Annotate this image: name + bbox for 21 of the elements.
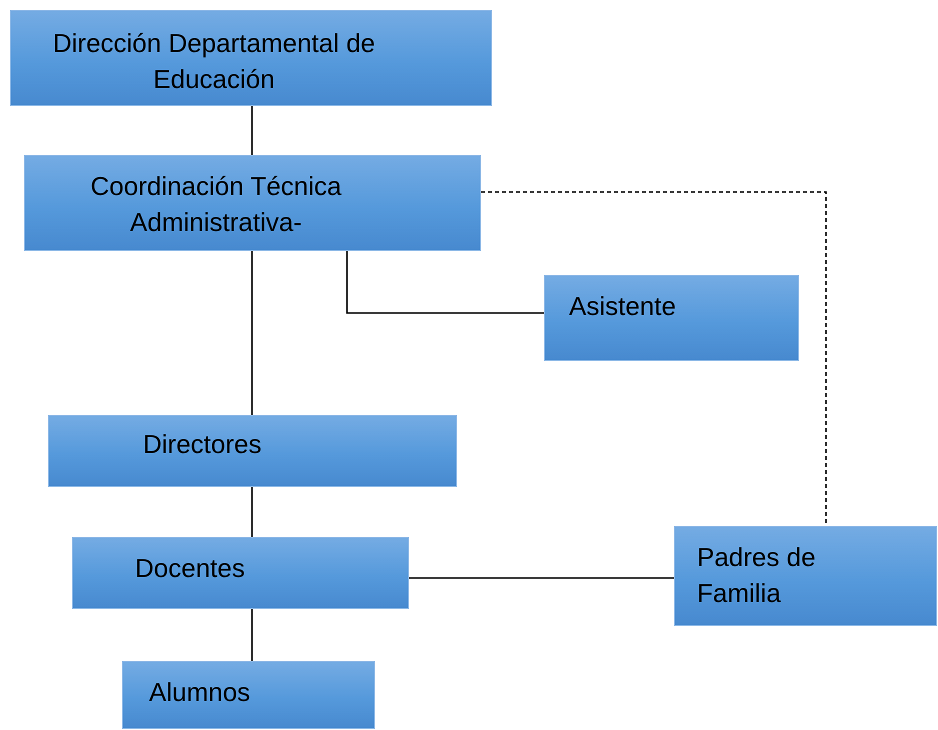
connector-line: [251, 106, 253, 155]
box-label: Directores: [143, 428, 262, 461]
box-label: Coordinación Técnica Administrativa-: [90, 170, 342, 239]
org-box: [24, 155, 481, 251]
org-box: [10, 10, 492, 106]
box-label: Padres de Familia: [697, 541, 817, 610]
connector-line: [409, 577, 674, 579]
org-box: [674, 526, 937, 626]
org-box: [544, 275, 799, 361]
connector-line: [251, 609, 253, 661]
box-label: Alumnos: [149, 676, 250, 709]
dashed-connector: [481, 191, 827, 526]
org-box: [72, 537, 409, 609]
connector-line: [251, 251, 253, 415]
box-label: Asistente: [569, 290, 676, 323]
org-box: [122, 661, 375, 729]
connector-line: [251, 487, 253, 537]
org-box: [48, 415, 457, 487]
connector-line: [346, 251, 544, 314]
box-label: Dirección Departamental de Educación: [52, 27, 376, 96]
box-label: Docentes: [135, 552, 245, 585]
